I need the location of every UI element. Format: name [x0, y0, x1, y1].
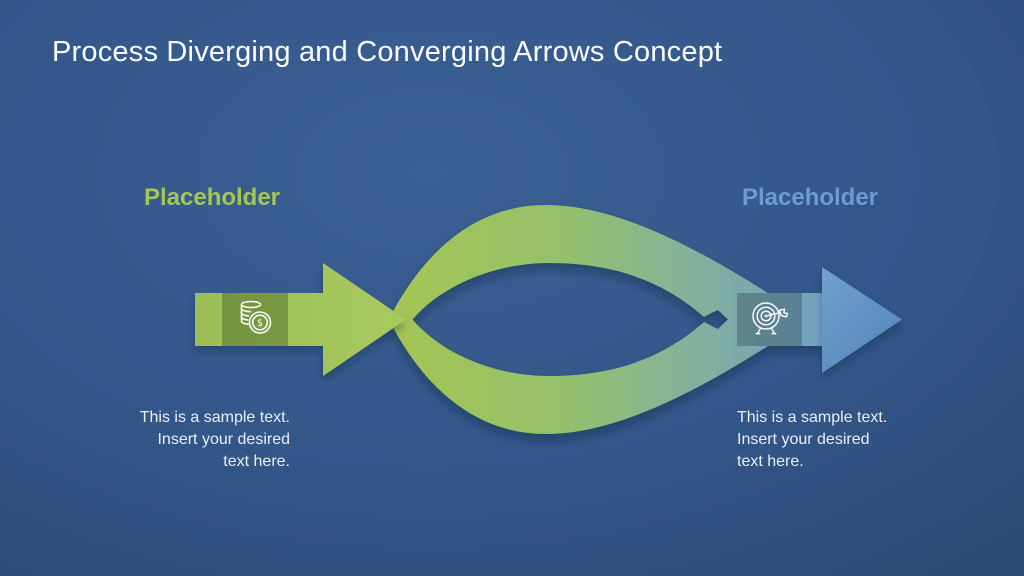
diverging-band-bottom — [388, 318, 768, 434]
left-process-label: Placeholder — [143, 184, 281, 211]
coins-dollar-icon: $ — [240, 300, 272, 334]
right-arrow — [822, 267, 902, 373]
diverging-band-top — [388, 205, 768, 321]
slide-title: Process Diverging and Converging Arrows … — [52, 36, 723, 68]
svg-text:$: $ — [257, 318, 263, 329]
right-process-description: This is a sample text. Insert your desir… — [737, 409, 888, 470]
right-process-label: Placeholder — [741, 184, 879, 211]
left-process-description: This is a sample text. Insert your desir… — [139, 409, 290, 470]
target-dart-icon — [752, 302, 789, 335]
left-arrow — [195, 263, 406, 376]
converged-stem — [700, 293, 822, 346]
